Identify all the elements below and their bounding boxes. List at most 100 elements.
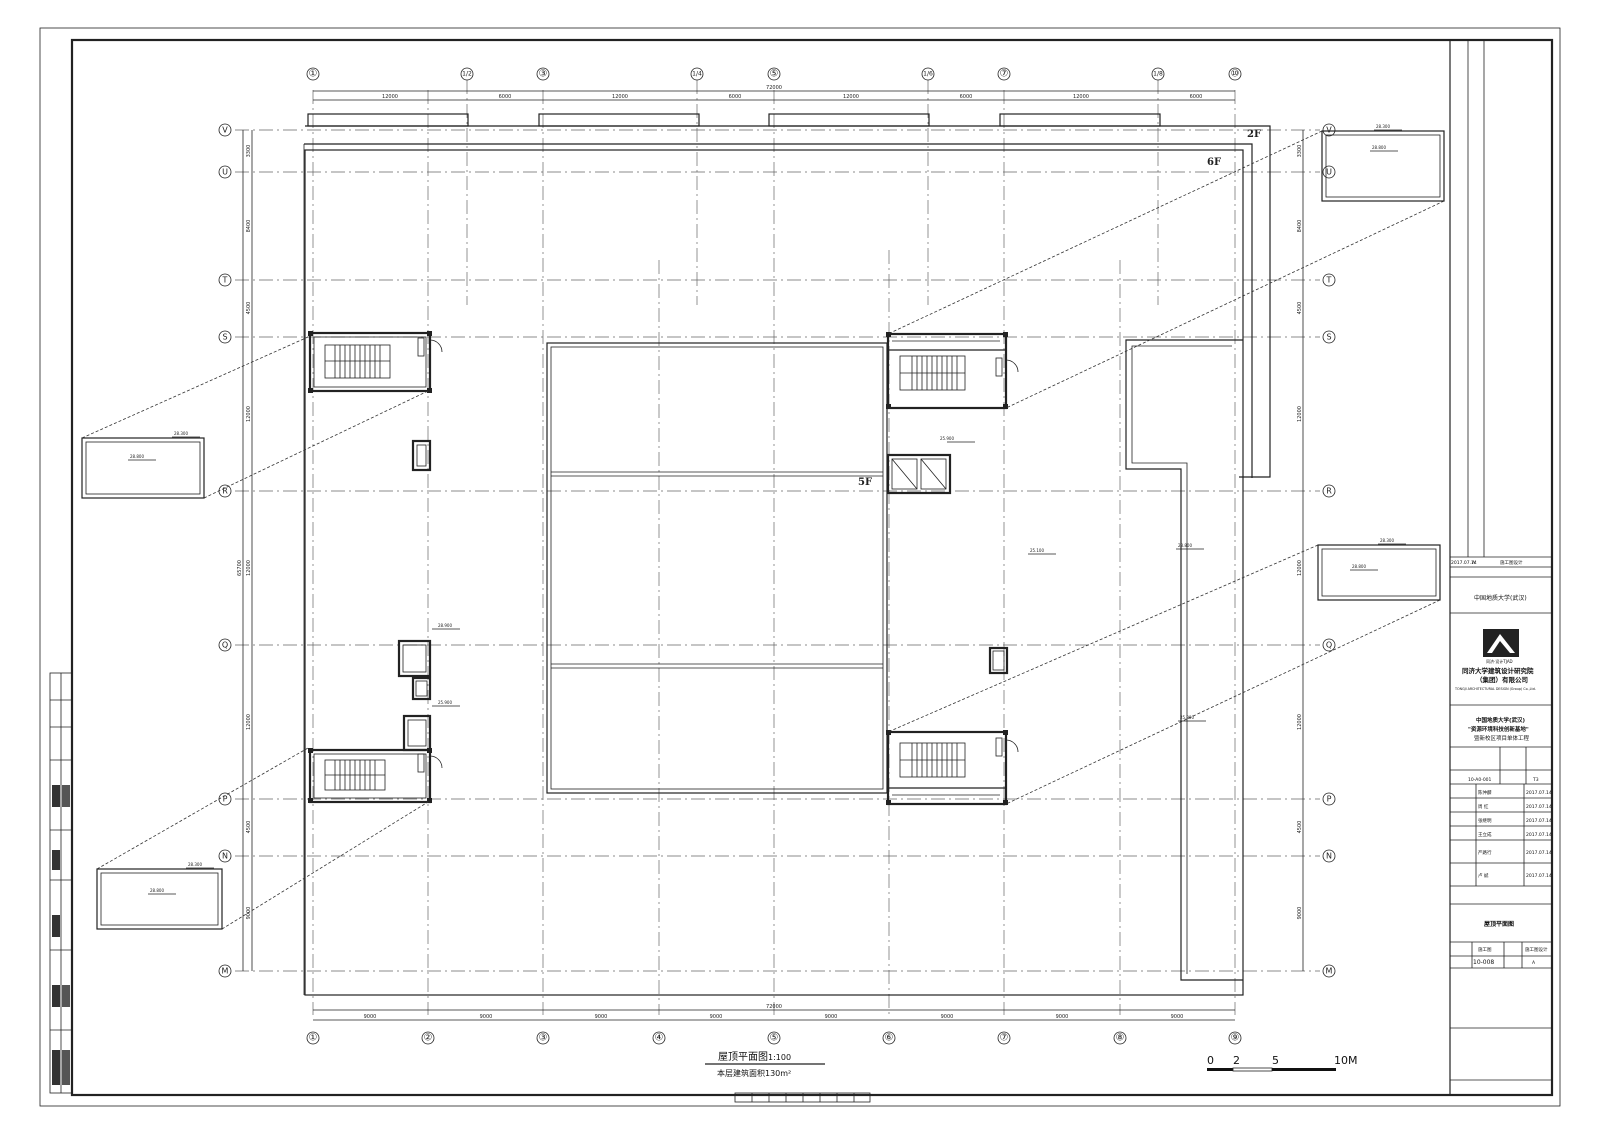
institute-name-1: 同济大学建筑设计研究院 [1462, 666, 1534, 675]
sheet-number: 10-008 [1473, 959, 1494, 966]
grid-lines [235, 80, 1320, 1015]
institute-name-2: （集团）有限公司 [1476, 675, 1528, 684]
dim-text: 12000 [246, 714, 252, 730]
dim-text: 9000 [595, 1014, 608, 1020]
axis-label: N [1326, 852, 1332, 861]
callout-detail-nw: 28.300 28.800 [81, 336, 429, 499]
stage-2: 施工图设计 [1525, 946, 1548, 953]
axis-label: V [1326, 126, 1332, 135]
outer-frame [39, 27, 1561, 1107]
institute-name-en: TONGJI ARCHITECTURAL DESIGN (Group) Co.,… [1454, 687, 1536, 691]
axis-label: T [1326, 276, 1332, 285]
dim-text: 65700 [237, 560, 243, 576]
axis-label: 1/6 [923, 71, 933, 78]
signature-name: 卢 斌 [1478, 872, 1489, 879]
stage: 施工图 [1478, 946, 1492, 953]
axis-label: ⑨ [1231, 1033, 1240, 1044]
axis-label: ⑦ [1000, 1033, 1009, 1044]
dim-text: 12000 [1297, 714, 1303, 730]
axis-label: Q [1326, 641, 1332, 650]
dim-text: 72000 [766, 1004, 782, 1010]
axis-label: 1/2 [462, 71, 472, 78]
inner-frame [70, 38, 1554, 1097]
bottom-strip [734, 1092, 871, 1103]
signature-date: 2017.07.14 [1526, 832, 1552, 838]
axis-label: P [1327, 795, 1332, 804]
elevation-text: 28.800 [150, 888, 164, 893]
elevation-text: 28.300 [188, 862, 202, 867]
dim-text: 9000 [364, 1014, 377, 1020]
dim-text: 4500 [1297, 821, 1303, 834]
elevation-text: 28.300 [1380, 538, 1394, 543]
roof-hatches [397, 439, 1009, 701]
project-name-3: 暨新校区项目单体工程 [1474, 734, 1530, 742]
axis-label: ⑥ [885, 1033, 894, 1044]
dim-text: 9000 [710, 1014, 723, 1020]
axis-bubbles-right: V U T S R Q P N M [1322, 123, 1336, 978]
drawing-scale: 1:100 [768, 1053, 791, 1062]
elevation-text: 25.900 [438, 700, 452, 705]
axis-label: M [222, 967, 229, 976]
dim-text: 9000 [246, 907, 252, 920]
signature-name: 王立成 [1478, 831, 1492, 838]
axis-label: ⑦ [1000, 69, 1009, 80]
axis-label: 1/4 [692, 71, 702, 78]
dim-text: 6000 [729, 94, 742, 100]
axis-label: M [1326, 967, 1333, 976]
dim-text: 3300 [246, 145, 252, 158]
sheet-version: A [1532, 960, 1536, 966]
axis-label: ④ [655, 1033, 664, 1044]
axis-bubbles-top: ① 1/2 ③ 1/4 ⑤ 1/6 ⑦ 1/8 ⑩ [306, 67, 1242, 81]
dim-text: 9000 [1056, 1014, 1069, 1020]
axis-label: ⑤ [770, 69, 779, 80]
dim-text: 9000 [1171, 1014, 1184, 1020]
drawing-title-block: 屋顶平面图 1:100 本层建筑面积130m² [705, 1051, 825, 1078]
dim-text: 12000 [1297, 560, 1303, 576]
dim-text: 9000 [941, 1014, 954, 1020]
dims-top: 72000 12000 6000 12000 6000 12000 6000 1… [313, 85, 1235, 101]
dim-text: 72000 [766, 85, 782, 91]
dim-text: 9000 [1297, 907, 1303, 920]
axis-label: ① [309, 69, 318, 80]
axis-label: ③ [539, 69, 548, 80]
axis-label: U [1326, 168, 1332, 177]
axis-label: Q [222, 641, 228, 650]
axis-label: ⑧ [1116, 1033, 1125, 1044]
client-name: 中国地质大学(武汉) [1474, 594, 1527, 602]
project-name-2: "资源环境科技创新基地" [1468, 725, 1529, 733]
signature-name: 严路行 [1478, 849, 1492, 856]
dim-text: 4500 [246, 821, 252, 834]
dims-left: 65700 3300 8400 4500 12000 12000 12000 4… [237, 130, 253, 971]
dim-text: 12000 [246, 560, 252, 576]
elevation-text: 28.800 [1372, 145, 1386, 150]
logo-text: 同济·设计TJAD [1486, 658, 1513, 664]
level-label-6f: 6F [1207, 157, 1221, 168]
dims-bottom: 72000 9000 9000 9000 9000 9000 9000 9000… [313, 1004, 1235, 1021]
axis-bubbles-bottom: ① ② ③ ④ ⑤ ⑥ ⑦ ⑧ ⑨ [306, 1031, 1242, 1045]
scale-tick: 0 [1207, 1054, 1214, 1067]
callout-detail-sw: 28.300 28.800 [96, 747, 429, 930]
scale-tick: 2 [1233, 1054, 1240, 1067]
sub-no: T3 [1532, 777, 1539, 783]
dim-text: 4500 [246, 302, 252, 315]
axis-label: S [222, 333, 227, 342]
signature-name: 周 红 [1478, 803, 1489, 810]
signature-date: 2017.07.14 [1526, 804, 1552, 810]
dim-text: 12000 [246, 406, 252, 422]
scale-bar: 0 2 5 10M [1207, 1054, 1358, 1072]
project-name-1: 中国地质大学(武汉) [1476, 716, 1526, 724]
axis-bubbles-left: V U T S R Q P N M [218, 123, 232, 978]
dim-text: 9000 [825, 1014, 838, 1020]
dim-text: 4500 [1297, 302, 1303, 315]
signature-date: 2017.07.14 [1526, 850, 1552, 856]
elevation-text: 28.900 [438, 623, 452, 628]
axis-label: S [1326, 333, 1331, 342]
dim-text: 6000 [1190, 94, 1203, 100]
axis-label: ② [424, 1033, 433, 1044]
level-label-5f: 5F [858, 477, 872, 488]
elevation-text: 25.900 [940, 436, 954, 441]
elevation-text: 28.300 [1376, 124, 1390, 129]
elevation-text: 25.300 [1180, 715, 1194, 720]
dim-text: 12000 [1297, 406, 1303, 422]
